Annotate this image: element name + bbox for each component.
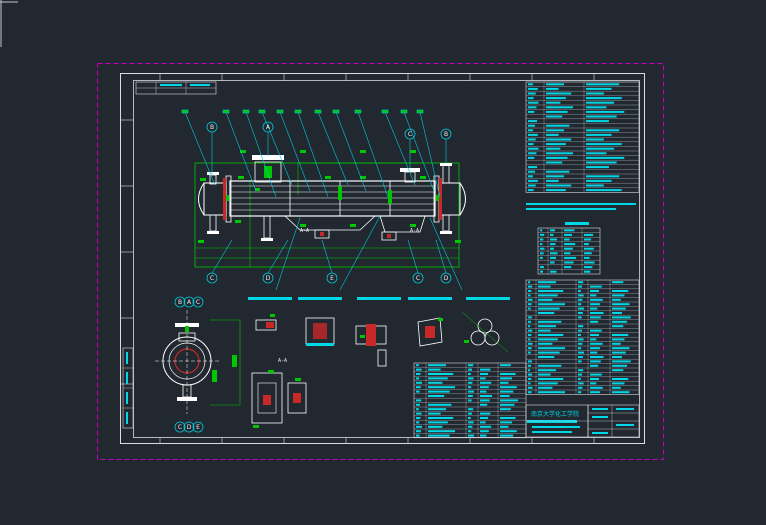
svg-text:C: C [178, 424, 182, 431]
svg-text:D: D [187, 424, 192, 431]
detail-view-5-tube-pattern [461, 297, 510, 353]
orient-balloon-top-3: C [192, 296, 204, 308]
svg-text:D: D [266, 275, 271, 282]
svg-text:A: A [187, 299, 192, 306]
section-detail-title: A-A [278, 358, 287, 364]
detail-view-2 [298, 297, 342, 346]
drawing-frame-inner [133, 80, 640, 438]
title-block: 南京大学化工学院 [525, 404, 640, 438]
svg-text:C: C [196, 299, 200, 306]
svg-text:C: C [210, 275, 214, 282]
section-mark-a-right: A-A [410, 228, 419, 234]
top-left-code-box [135, 81, 217, 95]
orient-balloon-bottom-3: E [192, 421, 204, 433]
orient-balloon-bottom-1: C [174, 421, 186, 433]
svg-text:A: A [266, 124, 271, 131]
frame-zone-ticks [120, 73, 595, 444]
nozzle-table [537, 227, 601, 275]
nozzle-balloon-bottom-2: D [262, 272, 274, 284]
nozzle-balloon-top-2: A [262, 121, 274, 133]
svg-text:B: B [444, 131, 448, 138]
part-leader-lines-top [181, 109, 447, 198]
parts-list-table [525, 279, 640, 395]
detail-view-1 [248, 297, 292, 331]
left-revision-strip [122, 347, 134, 429]
nozzle-balloon-bottom-1: C [206, 272, 218, 284]
design-data-table [525, 81, 640, 225]
svg-text:C: C [408, 131, 412, 138]
nozzle-balloon-bottom-3: E [326, 272, 338, 284]
model-space-corner-marker [0, 0, 20, 48]
part-leader-lines-bottom [211, 215, 463, 291]
svg-text:C: C [416, 275, 420, 282]
detail-view-4 [408, 297, 452, 347]
nozzle-balloon-bottom-5: D [440, 272, 452, 284]
orient-balloon-top-1: B [174, 296, 186, 308]
title-block-school: 南京大学化工学院 [531, 410, 579, 418]
drawing-frame-outer [120, 73, 645, 444]
svg-text:E: E [196, 424, 200, 431]
nozzle-balloon-top-3: C [404, 128, 416, 140]
svg-text:D: D [444, 275, 449, 282]
part-balloons-top: B A C B [206, 121, 452, 140]
saddle-section-detail: A-A [251, 358, 307, 428]
section-mark-a-left: A-A [300, 228, 309, 234]
nozzle-balloon-top-4: B [440, 128, 452, 140]
detail-view-3 [355, 297, 401, 367]
svg-text:B: B [178, 299, 182, 306]
detail-views-row [248, 297, 510, 367]
heat-exchanger-main-view: A-A A-A [194, 150, 466, 268]
svg-text:B: B [210, 124, 214, 131]
bill-of-materials-table [413, 362, 577, 439]
nozzle-balloon-bottom-4: C [412, 272, 424, 284]
nozzle-balloon-top-1: B [206, 121, 218, 133]
orient-balloon-bottom-2: D [183, 421, 195, 433]
orient-balloon-top-2: A [183, 296, 195, 308]
svg-text:E: E [330, 275, 334, 282]
sheet-outer-border [97, 63, 664, 460]
